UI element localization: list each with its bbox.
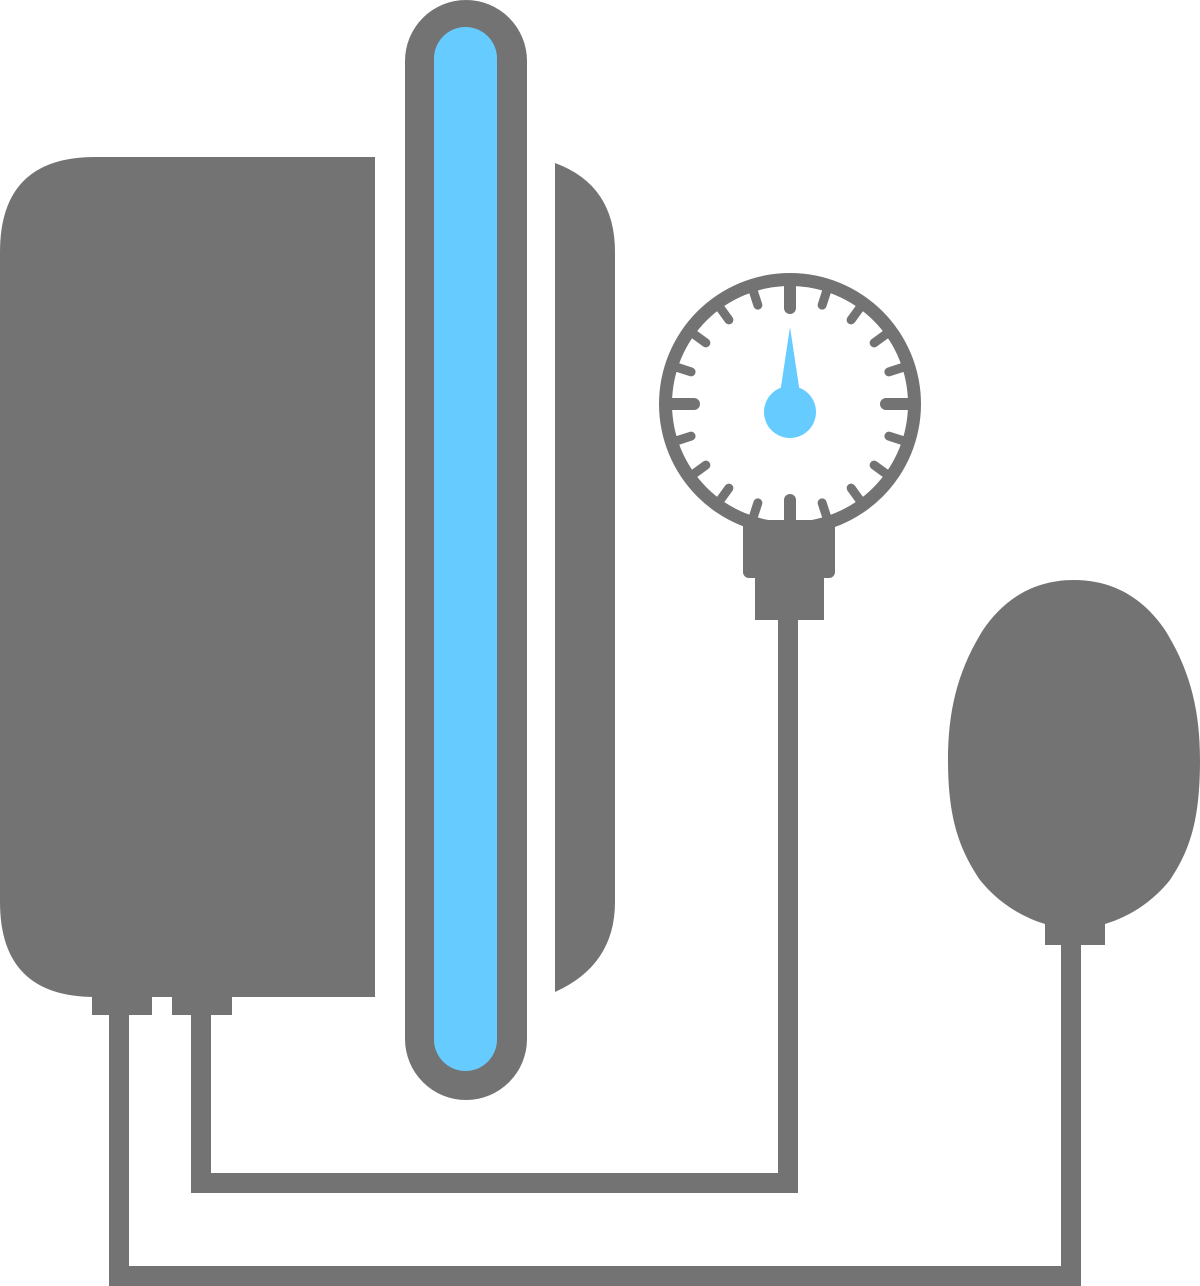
gauge-tick [817, 287, 831, 310]
gauge-tick [884, 363, 907, 377]
gauge-neck-lower [755, 570, 824, 620]
gauge-tick [817, 498, 831, 521]
gauge-tick [690, 330, 711, 348]
gauge-tick [749, 498, 763, 521]
cuff-left-panel [0, 157, 375, 997]
cuff-connector-right [172, 995, 232, 1015]
hose-cuff-to-bulb [109, 944, 1081, 1286]
gauge-tick [869, 330, 890, 348]
gauge-tick [846, 483, 864, 504]
gauge-tick [869, 460, 890, 478]
mercury-column [434, 27, 497, 1071]
gauge-needle-hub [764, 386, 816, 438]
gauge-tick [673, 431, 696, 445]
cuff-connector-left [92, 995, 152, 1015]
gauge-tick [673, 363, 696, 377]
inflation-bulb [948, 580, 1200, 945]
gauge-tick [749, 287, 763, 310]
gauge-tick [846, 304, 864, 325]
gauge-needle [779, 327, 801, 400]
gauge-tick [716, 304, 734, 325]
hose-cuff-to-gauge [191, 618, 798, 1193]
gauge-tick [690, 460, 711, 478]
cuff-right-panel [555, 163, 615, 992]
gauge-tick [884, 431, 907, 445]
gauge-neck-upper [743, 520, 835, 578]
gauge-ticks [666, 280, 914, 528]
pressure-gauge [659, 273, 921, 620]
gauge-tick [716, 483, 734, 504]
